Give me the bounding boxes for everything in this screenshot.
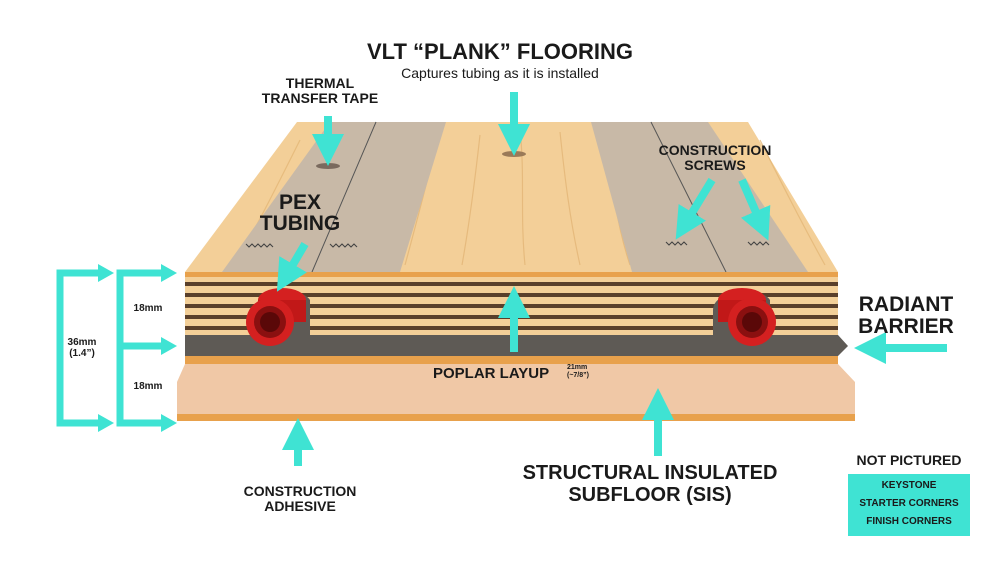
label-dim-top: 18mm bbox=[133, 303, 163, 314]
tubing-hole-left bbox=[316, 163, 340, 169]
pex-tube-right bbox=[713, 288, 776, 346]
dimension-arrowheads bbox=[98, 264, 177, 432]
label-construction-adhesive: CONSTRUCTION ADHESIVE bbox=[243, 483, 357, 515]
label-sis: STRUCTURAL INSULATED SUBFLOOR (SIS) bbox=[522, 462, 778, 506]
screw-marks bbox=[245, 241, 770, 248]
not-pictured-title: NOT PICTURED bbox=[856, 452, 962, 468]
not-pictured-item: FINISH CORNERS bbox=[866, 516, 952, 527]
tubing-hole-center bbox=[502, 151, 526, 157]
poplar-layup-layer bbox=[185, 356, 838, 364]
subfloor-layer bbox=[177, 364, 855, 414]
label-dim-bottom: 18mm bbox=[133, 381, 163, 392]
label-pex-tubing: PEX TUBING bbox=[259, 191, 341, 235]
label-thermal-tape: THERMAL TRANSFER TAPE bbox=[261, 75, 379, 107]
not-pictured-item: STARTER CORNERS bbox=[859, 498, 959, 509]
label-poplar-layup: POPLAR LAYUP bbox=[433, 365, 550, 382]
tape-seam-left bbox=[311, 121, 377, 273]
tape-strip-left bbox=[222, 122, 446, 272]
dimension-brackets bbox=[56, 269, 163, 427]
title: VLT “PLANK” FLOORING bbox=[366, 39, 634, 64]
subtitle: Captures tubing as it is installed bbox=[401, 65, 599, 81]
label-construction-screws: CONSTRUCTION SCREWS bbox=[658, 142, 772, 174]
pex-tube-left bbox=[246, 288, 310, 346]
callout-arrows bbox=[276, 92, 947, 466]
tape-seam-right bbox=[650, 121, 727, 273]
label-radiant-barrier: RADIANT BARRIER bbox=[858, 293, 954, 339]
not-pictured-box bbox=[848, 474, 970, 536]
subfloor-bottom bbox=[177, 414, 855, 421]
label-poplar-size: 21mm (~7/8”) bbox=[567, 364, 589, 379]
label-dim-total: 36mm (1.4”) bbox=[67, 337, 97, 359]
not-pictured-item: KEYSTONE bbox=[881, 480, 937, 491]
